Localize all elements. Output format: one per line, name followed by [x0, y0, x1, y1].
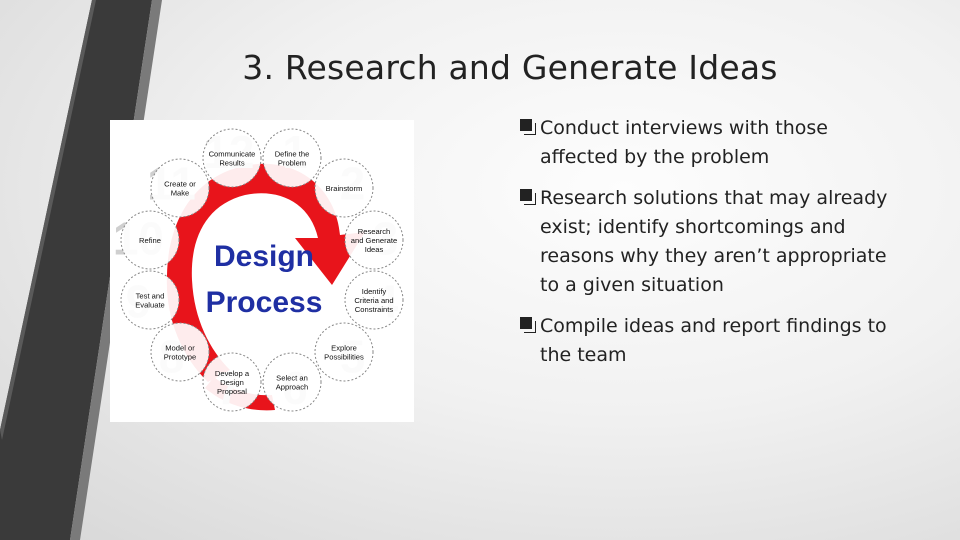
step-label: Select an: [276, 374, 308, 383]
bullet-list: Conduct interviews with those affected b…: [520, 114, 900, 382]
bullet-text: Conduct interviews with those affected b…: [540, 117, 828, 168]
step-circle: [202, 128, 262, 188]
bullet-text: Compile ideas and report findings to the…: [540, 315, 887, 366]
step-label: Refine: [139, 236, 161, 245]
step-label: Proposal: [217, 387, 247, 396]
step-label: Model or: [165, 344, 195, 353]
step-label: Approach: [276, 383, 309, 392]
checkbox-bullet-icon: [520, 119, 537, 136]
step-circle: [344, 210, 404, 270]
step-label: Explore: [331, 344, 357, 353]
step-label: Constraints: [355, 305, 394, 314]
checkbox-bullet-icon: [520, 189, 537, 206]
step-circle: [202, 352, 262, 412]
step-label: Define the: [275, 150, 310, 159]
step-label: and Generate: [351, 236, 397, 245]
checkbox-bullet-icon: [520, 317, 537, 334]
step-label: Possibilities: [324, 353, 364, 362]
step-circle: [344, 270, 404, 330]
step-label: Test and: [136, 292, 165, 301]
slide-title: 3. Research and Generate Ideas: [242, 48, 778, 87]
step-label: Develop a: [215, 369, 250, 378]
center-title-text: Design: [214, 240, 314, 273]
step-label: Create or: [164, 180, 196, 189]
step-label: Brainstorm: [326, 184, 363, 193]
step-label: Evaluate: [135, 301, 165, 310]
step-label: Communicate: [209, 150, 256, 159]
step-circle: [262, 352, 322, 412]
step-label: Problem: [278, 159, 306, 168]
step-label: Ideas: [365, 245, 384, 254]
step-label: Identify: [362, 287, 387, 296]
center-title-text: Process: [206, 286, 323, 319]
step-label: Make: [171, 189, 190, 198]
step-circle: [262, 128, 322, 188]
red-cycle-arrow-icon: [166, 163, 365, 382]
step-circle: [314, 322, 374, 382]
bullet-item: Research solutions that may already exis…: [520, 184, 900, 300]
step-label: Research: [358, 227, 391, 236]
step-circle: [150, 158, 210, 218]
step-label: Prototype: [164, 353, 197, 362]
bullet-item: Compile ideas and report findings to the…: [520, 312, 900, 370]
step-circle: [120, 210, 180, 270]
step-label: Criteria and: [354, 296, 393, 305]
step-circle: [314, 158, 374, 218]
thin-stripe: [0, 0, 96, 440]
bullet-text: Research solutions that may already exis…: [540, 187, 888, 296]
design-process-figure: 1Define theProblem2Brainstorm3Researchan…: [110, 120, 414, 422]
bullet-item: Conduct interviews with those affected b…: [520, 114, 900, 172]
design-process-diagram: 1Define theProblem2Brainstorm3Researchan…: [113, 126, 404, 414]
step-circle: [150, 322, 210, 382]
step-label: Design: [220, 378, 244, 387]
step-circle: [120, 270, 180, 330]
step-label: Results: [219, 159, 245, 168]
